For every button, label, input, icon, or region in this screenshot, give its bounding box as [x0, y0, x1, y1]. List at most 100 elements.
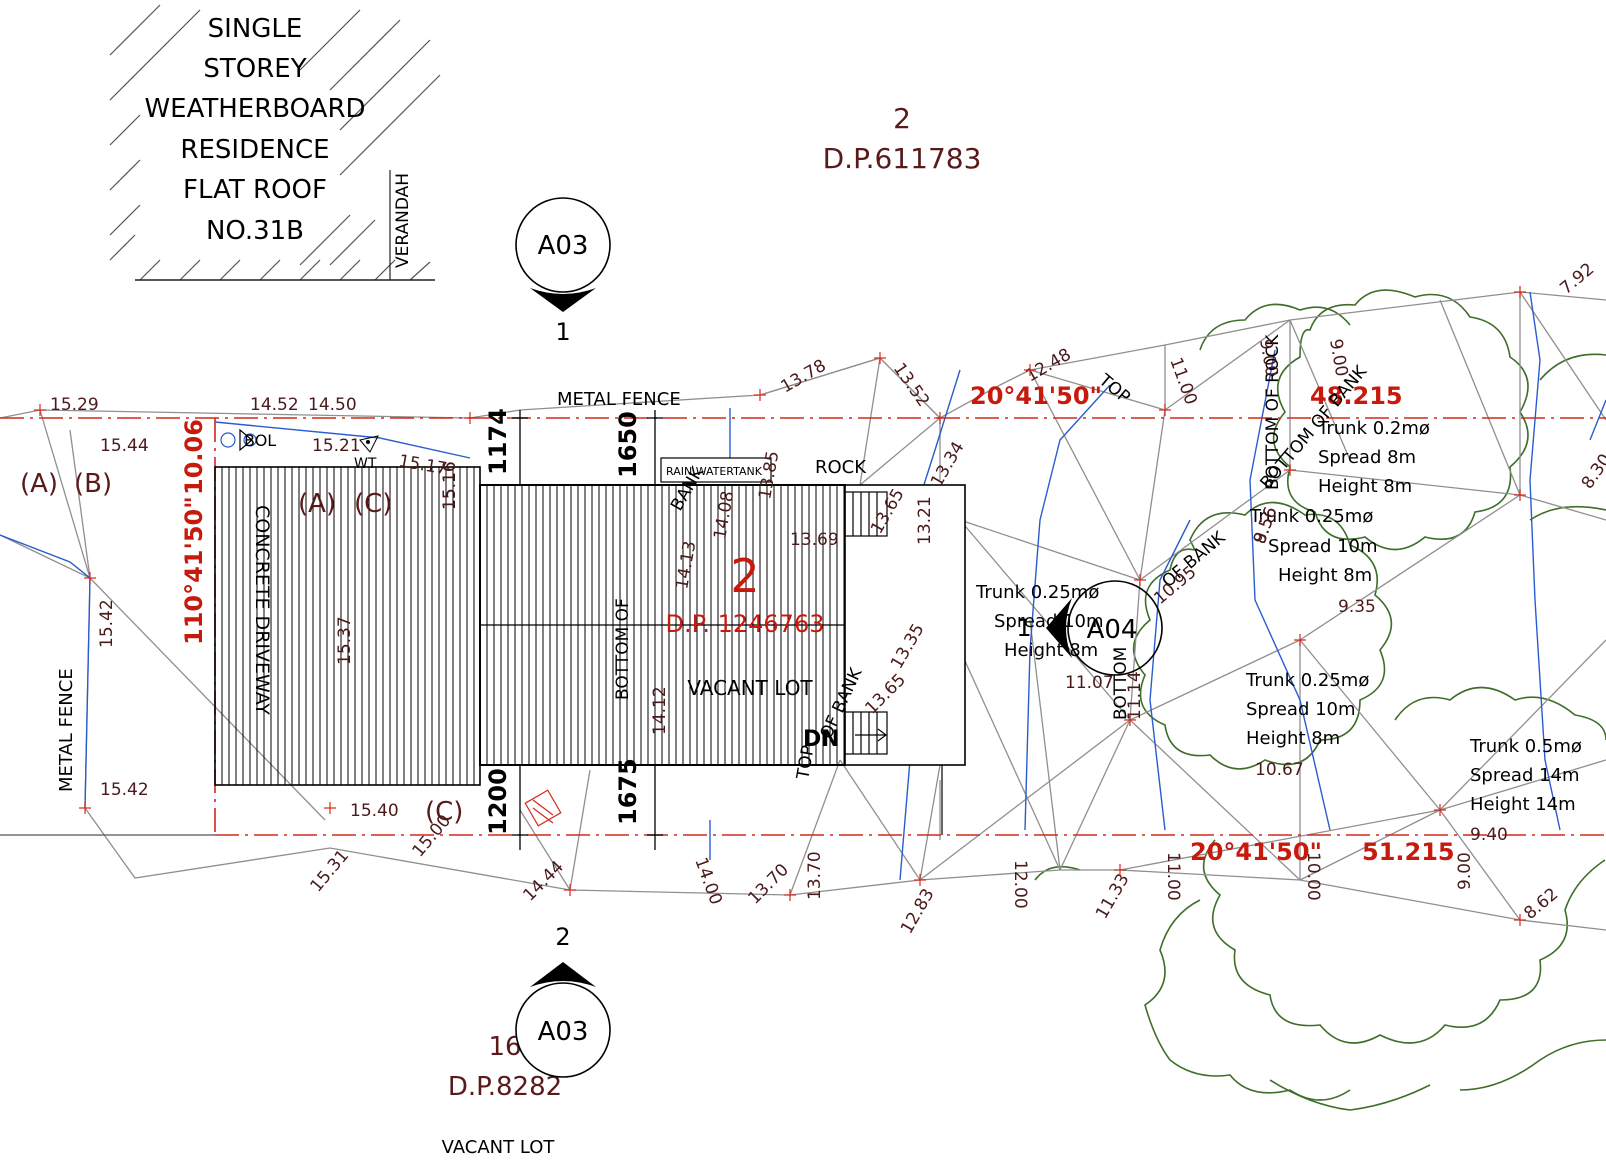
verandah-label: VERANDAH	[393, 173, 413, 268]
metal-fence-top: METAL FENCE	[557, 389, 681, 410]
rain-tank	[660, 457, 772, 483]
spot-level: 10.67	[1255, 760, 1304, 780]
spot-level: 14.00	[690, 855, 725, 908]
section-top-sheet: A03	[538, 231, 589, 261]
tree-canopies	[1034, 289, 1606, 1111]
section-marker-top	[515, 197, 611, 312]
south-length: 51.215	[1362, 838, 1455, 866]
spot-level: 13.85	[755, 449, 783, 500]
south-bearing: 20°41'50"	[1190, 838, 1322, 866]
existing-residence-label: SINGLE STOREY WEATHERBOARD RESIDENCE FLA…	[144, 14, 365, 246]
spot-level: 15.31	[307, 846, 354, 896]
rain-tank-label: RAIN WATERTANK	[666, 465, 763, 478]
spot-level: 14.52	[250, 395, 299, 415]
dim-1650: 1650	[614, 411, 642, 478]
spot-level: 13.21	[915, 496, 935, 545]
tree-1-height: Height 8m	[1318, 476, 1412, 497]
section-bottom-number: 2	[555, 923, 570, 951]
building-line-2: STOREY	[203, 54, 306, 84]
spot-level: 9.00	[1325, 337, 1351, 378]
spot-level: 13.70	[744, 860, 793, 909]
subject-lot-vacant: VACANT LOT	[687, 676, 813, 700]
wt-symbol	[359, 435, 379, 453]
spot-level: 15.42	[100, 780, 149, 800]
spot-level: 8.30	[1578, 450, 1606, 492]
proposed-building	[479, 484, 966, 835]
section-east-number: 1	[1016, 614, 1031, 642]
subject-lot-number: 2	[730, 549, 759, 603]
spot-level: 10.00	[1303, 852, 1323, 901]
spot-level: 14.08	[710, 489, 738, 540]
north-length: 48.215	[1310, 382, 1403, 410]
spot-level: 15.42	[97, 599, 117, 648]
tree-note-1: Trunk 0.2mø Spread 8m Height 8m	[1317, 418, 1430, 497]
tree-2-spread: Spread 10m	[1268, 536, 1378, 557]
west-bearing: 110°41'50"	[180, 496, 208, 645]
tree-1-spread: Spread 8m	[1318, 447, 1416, 468]
concrete-driveway	[214, 466, 481, 786]
meter-box	[524, 789, 562, 827]
dim-1675: 1675	[614, 758, 642, 825]
bottom-2: BOTTOM	[1111, 647, 1131, 720]
wt-dot	[366, 440, 370, 444]
north-bearing: 20°41'50"	[970, 382, 1102, 410]
spot-level: 8.62	[1520, 884, 1562, 924]
tree-note-3: Trunk 0.25mø Spread 10m Height 8m	[975, 582, 1104, 661]
building-line-5: FLAT ROOF	[183, 175, 327, 205]
spot-level: 12.83	[897, 885, 939, 937]
tree-5-trunk: Trunk 0.5mø	[1469, 736, 1582, 757]
bottom-of-rock: BOTTOM OF ROCK	[1263, 334, 1283, 490]
building-line-1: SINGLE	[208, 14, 303, 44]
label-c-bottom: (C)	[425, 797, 463, 827]
spot-level: 11.00	[1165, 355, 1200, 408]
spot-level: 13.34	[927, 438, 969, 490]
spot-level: 15.21	[312, 436, 361, 456]
tree-3-height: Height 8m	[1004, 640, 1098, 661]
tree-5-spread: Spread 14m	[1470, 765, 1580, 786]
bol-symbol	[220, 428, 257, 452]
rock-label: ROCK	[815, 457, 867, 478]
dim-1174: 1174	[484, 408, 512, 475]
tree-note-2: Trunk 0.25mø Spread 10m Height 8m	[1249, 506, 1378, 586]
bottom-of-bank-1: BOTTOM OF	[613, 598, 633, 700]
spot-level: 15.37	[335, 616, 355, 665]
tree-4-trunk: Trunk 0.25mø	[1245, 670, 1369, 691]
section-marker-bottom	[515, 962, 611, 1078]
section-east-sheet: A04	[1087, 615, 1138, 645]
spot-markers	[34, 286, 1526, 926]
existing-residence-outline	[109, 4, 441, 281]
dim-1200: 1200	[484, 768, 512, 835]
spot-level: 11.00	[1163, 852, 1183, 901]
label-a-left: (A)	[20, 469, 58, 499]
tree-note-4: Trunk 0.25mø Spread 10m Height 8m	[1245, 670, 1369, 749]
spot-level: 9.35	[1338, 597, 1376, 617]
tree-3-spread: Spread 10m	[994, 611, 1104, 632]
spot-level: 13.78	[778, 356, 830, 398]
spot-level: 15.44	[100, 436, 149, 456]
lot-south-dp: D.P.8282	[448, 1072, 562, 1102]
lot-south-vacant: VACANT LOT	[442, 1137, 556, 1158]
bol-label: BOL	[244, 431, 276, 450]
tree-note-5: Trunk 0.5mø Spread 14m Height 14m	[1469, 736, 1582, 815]
stairs-bottom	[844, 711, 888, 755]
driveway-label: CONCRETE DRIVEWAY	[251, 505, 273, 715]
tree-2-height: Height 8m	[1278, 565, 1372, 586]
lot-north-dp: D.P.611783	[823, 142, 982, 175]
tree-4-spread: Spread 10m	[1246, 699, 1356, 720]
top-1: TOP	[793, 744, 819, 782]
stairs-top	[844, 491, 888, 537]
subject-lot-dp: D.P. 1246763	[666, 610, 825, 638]
spot-level: 13.52	[889, 359, 933, 410]
building-line-6: NO.31B	[206, 216, 304, 246]
spot-level: 9.00	[1455, 852, 1475, 890]
section-top-number: 1	[555, 318, 570, 346]
section-marker-east	[1046, 580, 1163, 676]
tree-2-trunk: Trunk 0.25mø	[1249, 506, 1373, 527]
building-line-3: WEATHERBOARD	[144, 94, 365, 124]
spot-level: 13.69	[790, 530, 839, 550]
wt-label: WT	[354, 456, 377, 472]
spot-level: 14.44	[519, 857, 568, 906]
spot-level: 15.16	[440, 461, 460, 510]
lot-north-number: 2	[893, 102, 911, 135]
